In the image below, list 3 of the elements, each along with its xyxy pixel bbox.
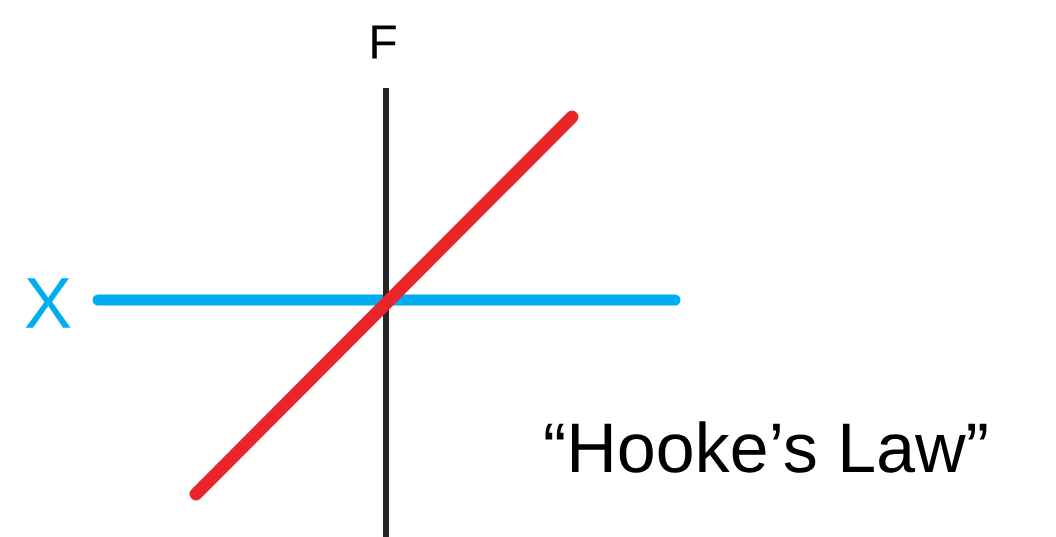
axis-label: X: [25, 278, 71, 328]
axis-label: F: [372, 25, 396, 59]
axis-label: “Hooke’s Law”: [545, 421, 987, 473]
